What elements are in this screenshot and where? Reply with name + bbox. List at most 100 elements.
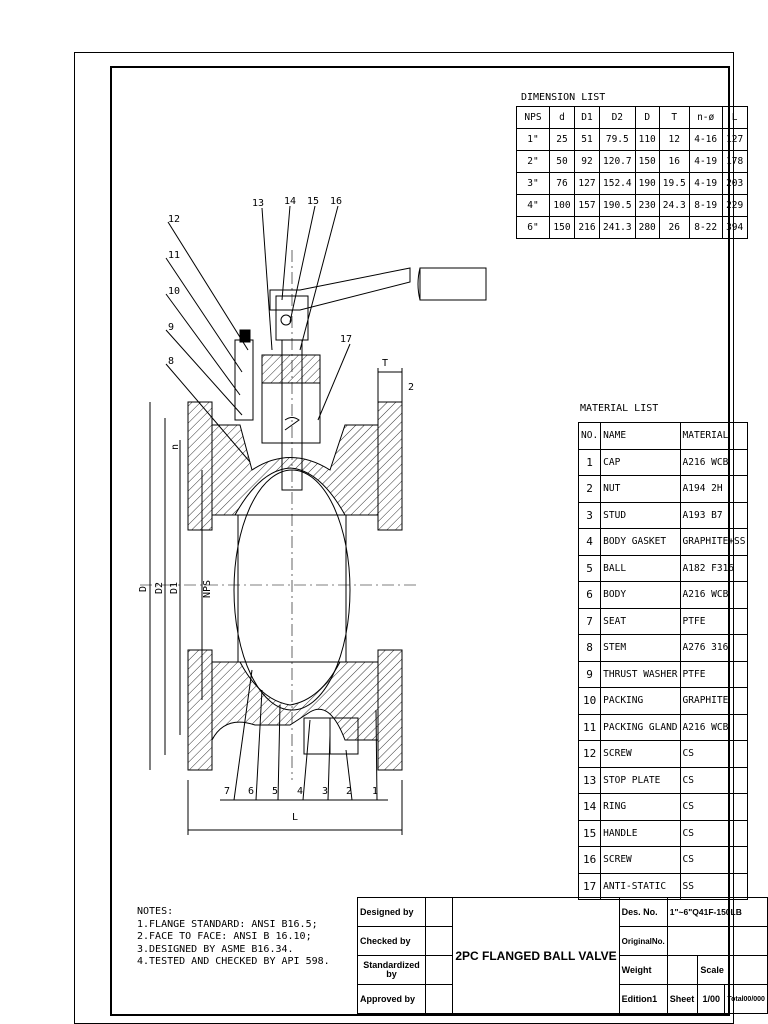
gland-stud (234, 339, 254, 421)
callout-5: 5 (272, 786, 278, 797)
callout-4: 4 (297, 786, 303, 797)
cell: RING (600, 793, 681, 821)
handle-end (417, 267, 487, 301)
title-block: Designed by 2PC FLANGED BALL VALVE Des. … (356, 897, 768, 1014)
cell: A216 WCB (679, 713, 749, 741)
cell: NUT (600, 475, 681, 503)
callout-11: 11 (168, 250, 180, 261)
material-list-title: MATERIAL LIST (580, 403, 659, 414)
cell: BODY GASKET (600, 528, 681, 556)
right-flange (377, 401, 403, 771)
sheet-label: Sheet (666, 984, 699, 1014)
dimension-list-title: DIMENSION LIST (521, 92, 606, 103)
original-no-label: OriginalNo. (618, 926, 668, 956)
approved-by-label: Approved by (356, 984, 427, 1014)
body-lower (211, 661, 379, 741)
callout-14: 14 (284, 196, 296, 207)
cell: SCREW (600, 846, 681, 874)
cell: 190 (634, 172, 660, 195)
cell: BALL (600, 554, 681, 582)
note-item: 2.FACE TO FACE: ANSI B 16.10; (137, 931, 312, 942)
cell: 12 (577, 740, 602, 768)
cell: THRUST WASHER (600, 660, 681, 688)
header-cell: D1 (574, 106, 600, 129)
cell: BODY (600, 581, 681, 609)
scale-label: Scale (697, 955, 768, 985)
cell: 14 (577, 793, 602, 821)
cell: 394 (721, 216, 748, 239)
designed-by-value (425, 897, 454, 927)
packing-housing (261, 382, 321, 444)
cell: 280 (634, 216, 660, 239)
cell: 11 (577, 713, 602, 741)
callout-9: 9 (168, 322, 174, 333)
cell: PACKING (600, 687, 681, 715)
note-item: 3.DESIGNED BY ASME B16.34. (137, 943, 294, 955)
des-no-label: Des. No. (618, 897, 668, 927)
header-cell: D (634, 106, 660, 129)
dim-D2-label: D2 (154, 582, 165, 594)
header-cell: MATERIAL (679, 422, 749, 450)
dim-n-label: n (170, 444, 181, 450)
note-item: 1.FLANGE STANDARD: ANSI B16.5; (137, 918, 318, 930)
callout-3: 3 (322, 786, 328, 797)
callout-13: 13 (252, 198, 264, 209)
callout-8: 8 (168, 356, 174, 367)
cell: 216 (574, 216, 600, 239)
body-upper (211, 424, 379, 516)
callout-12: 12 (168, 214, 180, 225)
cell: 6" (516, 216, 550, 239)
cell: 13 (577, 766, 602, 794)
header-cell: NAME (600, 422, 681, 450)
cell: CS (679, 846, 749, 874)
cell: A276 316 (679, 634, 749, 662)
standardized-label-line2: by (386, 969, 397, 979)
dim-NPS-label: NPS (202, 580, 213, 598)
dim-D1-label: D1 (169, 582, 180, 594)
dim-2-label: 2 (408, 382, 414, 393)
dim-D-label: D (138, 586, 149, 592)
cell: 230 (634, 194, 660, 217)
notes-title: NOTES: (137, 906, 174, 917)
cell: A216 WCB (679, 581, 749, 609)
cell: PACKING GLAND (600, 713, 681, 741)
callout-16: 16 (330, 196, 342, 207)
callout-2: 2 (346, 786, 352, 797)
cell: HANDLE (600, 819, 681, 847)
cell: 16 (577, 846, 602, 874)
cell: A193 B7 (679, 501, 749, 529)
dim-T-label: T (382, 358, 388, 369)
cell: A194 2H (679, 475, 749, 503)
handle (269, 267, 411, 311)
dim-L-label: L (292, 812, 298, 823)
callout-17: 17 (340, 334, 352, 345)
callout-10: 10 (168, 286, 180, 297)
cell: PTFE (679, 660, 749, 688)
total-label: Total00/000 (724, 984, 768, 1014)
cell: GRAPHITE (679, 687, 749, 715)
cell: 150 (634, 150, 660, 173)
notes-block: NOTES: 1.FLANGE STANDARD: ANSI B16.5; 2.… (137, 906, 330, 969)
drawing-title: 2PC FLANGED BALL VALVE (452, 897, 620, 1014)
cap-stud (303, 717, 359, 755)
cell: SEAT (600, 607, 681, 635)
callout-15: 15 (307, 196, 319, 207)
note-item: 4.TESTED AND CHECKED BY API 598. (137, 956, 330, 967)
